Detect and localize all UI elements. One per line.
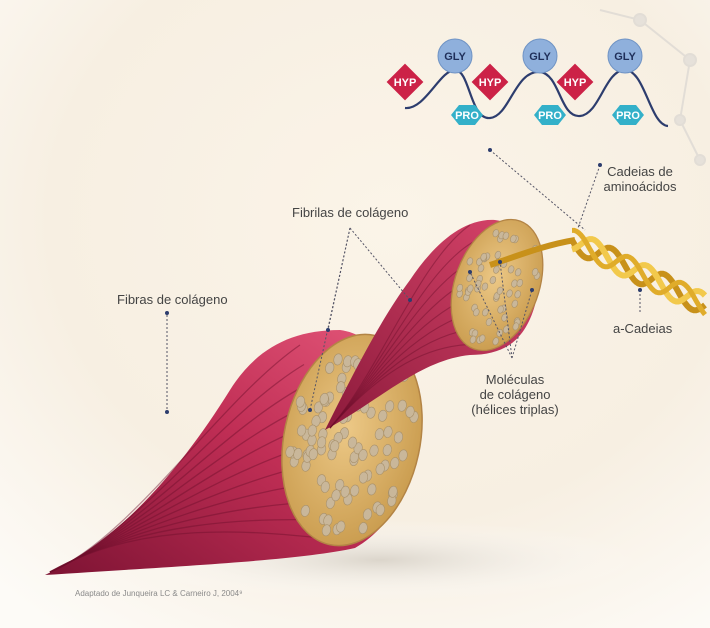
- label-a-cadeias: a-Cadeias: [613, 321, 672, 336]
- label-moleculas-line3: (hélices triplas): [455, 402, 575, 417]
- pro-label-3: PRO: [616, 110, 640, 122]
- pro-label-2: PRO: [538, 110, 562, 122]
- label-fibras: Fibras de colágeno: [117, 292, 228, 307]
- label-moleculas: Moléculas de colágeno (hélices triplas): [455, 372, 575, 417]
- gly-label-2: GLY: [529, 51, 551, 63]
- pro-label-1: PRO: [455, 110, 479, 122]
- hyp-label-2: HYP: [479, 77, 502, 89]
- hyp-label-1: HYP: [394, 77, 417, 89]
- label-cadeias-line1: Cadeias de: [592, 164, 688, 179]
- gly-label-1: GLY: [444, 51, 466, 63]
- label-cadeias: Cadeias de aminoácidos: [592, 164, 688, 194]
- label-cadeias-line2: aminoácidos: [592, 179, 688, 194]
- label-moleculas-line2: de colágeno: [455, 387, 575, 402]
- label-fibrilas: Fibrilas de colágeno: [292, 205, 408, 220]
- label-moleculas-line1: Moléculas: [455, 372, 575, 387]
- hyp-label-3: HYP: [564, 77, 587, 89]
- credit-text: Adaptado de Junqueira LC & Carneiro J, 2…: [75, 589, 243, 599]
- gly-label-3: GLY: [614, 51, 636, 63]
